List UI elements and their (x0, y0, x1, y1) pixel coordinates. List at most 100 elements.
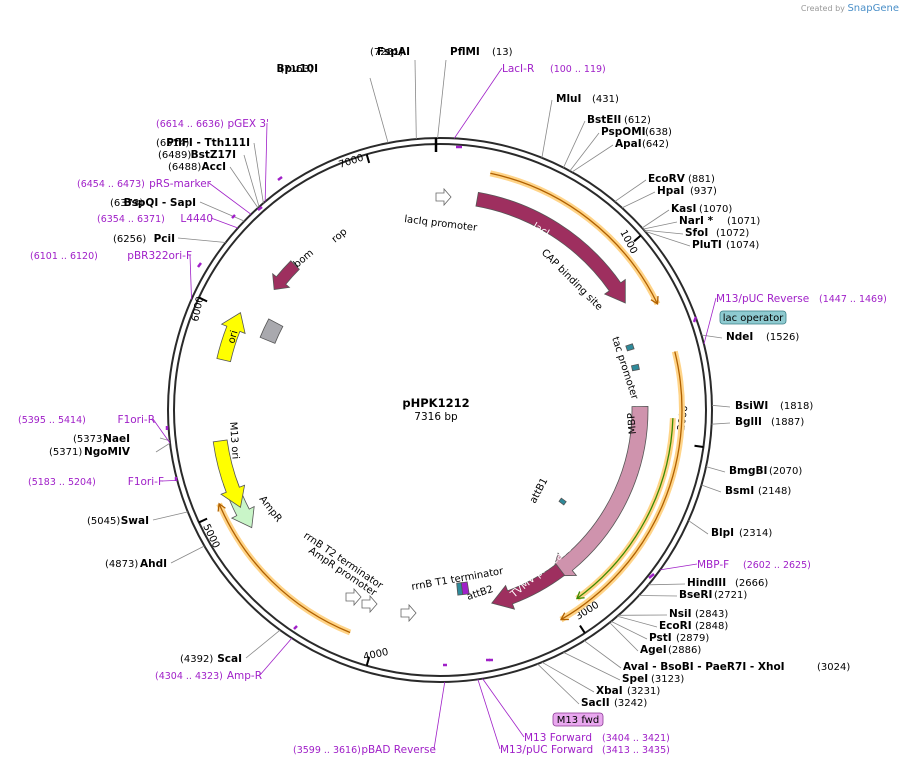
site-position: (3242) (614, 698, 647, 709)
ampR-orf (218, 503, 351, 634)
snapgene-logo: SnapGene (847, 3, 899, 14)
site-position: (2848) (695, 621, 728, 632)
ori-arrow (216, 312, 246, 363)
site-leader-line (437, 59, 447, 139)
site-position: (2314) (739, 528, 772, 539)
site-leader-line (563, 120, 586, 168)
primer-leader-line (453, 67, 503, 139)
site-name: HindIII (687, 577, 726, 589)
plasmid-size: 7316 bp (414, 411, 458, 423)
site-name: EcoRI (659, 620, 692, 632)
primer-name: pRS-marker (149, 178, 212, 190)
site-leader-line (638, 595, 678, 597)
primer-leader-line (161, 479, 178, 482)
site-leader-line (641, 209, 670, 229)
lacI-orf (490, 172, 659, 305)
site-leader-line (245, 629, 281, 659)
site-name: PflMI (450, 46, 480, 58)
primer-name: LacI-R (502, 63, 534, 75)
site-name: PflFI - Tth111I (166, 137, 250, 149)
site-position: (1887) (771, 417, 804, 428)
primer-site-mark (692, 316, 698, 323)
site-position: (2886) (668, 645, 701, 656)
primer-range: (5395 .. 5414) (18, 415, 86, 426)
site-name: BstEII (587, 114, 621, 126)
site-leader-line (414, 59, 417, 140)
site-name: SacII (581, 697, 610, 709)
site-position: (642) (642, 139, 669, 150)
primer-leader-line (152, 418, 171, 444)
site-leader-line (229, 166, 259, 209)
primer-range: (6101 .. 6120) (30, 251, 98, 262)
tick-mark (579, 624, 586, 634)
mbp-frame-orf (576, 418, 674, 600)
site-name: PspOMI (601, 126, 646, 138)
primer-range: (100 .. 119) (550, 64, 606, 75)
site-position: (1072) (716, 228, 749, 239)
site-position: (3123) (651, 674, 684, 685)
site-position: (4873) (105, 559, 138, 570)
tick-mark (198, 517, 208, 524)
site-name: EcoRV (648, 173, 686, 185)
site-position: (431) (592, 94, 619, 105)
site-leader-line (711, 422, 731, 425)
site-name: KasI (671, 203, 696, 215)
site-leader-line (644, 230, 691, 247)
site-position: (2148) (758, 486, 791, 497)
m13-fwd-box (552, 712, 604, 727)
primer-name: MBP-F (697, 559, 729, 571)
site-name: MluI (556, 93, 581, 105)
mbp-frame-orf-arrowhead (575, 591, 585, 600)
tick-label: 6000 (190, 295, 206, 322)
tick-mark (694, 444, 704, 449)
site-name: AgeI (640, 644, 667, 656)
primer-site-mark (293, 625, 298, 630)
cap-binding-site-block (625, 343, 635, 352)
site-name: FspAI (377, 46, 410, 58)
site-leader-line (701, 484, 722, 493)
site-position: (4392) (180, 654, 213, 665)
site-leader-line (177, 237, 226, 243)
site-position: (1526) (766, 332, 799, 343)
primer-name: pBAD Reverse (361, 744, 436, 756)
site-leader-line (583, 640, 622, 669)
attB2-label: attB2 (466, 584, 495, 603)
site-position: (6488) (168, 162, 201, 173)
site-name: ScaI (217, 653, 242, 665)
site-leader-line (614, 179, 647, 202)
site-leader-line (152, 511, 188, 521)
ampR-orf-arrowhead (217, 502, 226, 512)
primer-leader-line (208, 182, 252, 215)
site-position: (6489) (158, 150, 191, 161)
primer-range: (1447 .. 1469) (819, 294, 887, 305)
site-position: (2721) (714, 590, 747, 601)
site-leader-line (369, 77, 389, 144)
rrnB-T2-terminator-glyph (361, 594, 378, 614)
primer-range: (2602 .. 2625) (743, 560, 811, 571)
site-leader-line (643, 229, 684, 235)
tick-mark (198, 296, 208, 303)
feature-arrows (212, 187, 649, 623)
site-leader-line (541, 661, 595, 693)
site-name: BglII (735, 416, 762, 428)
mbp-label: MBP (626, 412, 639, 434)
site-name: BsmI (725, 485, 754, 497)
site-position: (1074) (726, 240, 759, 251)
site-leader-line (253, 142, 264, 204)
primer-name: pGEX 3' (227, 118, 269, 130)
site-leader-line (611, 621, 648, 640)
site-name: SwaI (121, 515, 149, 527)
site-name: SpeI (622, 673, 648, 685)
lacI-orf-arrowhead (650, 295, 659, 306)
bom-block (259, 318, 284, 344)
tick-label: 7000 (338, 153, 366, 171)
site-leader-line (648, 583, 686, 586)
lacI-arrow (475, 191, 626, 304)
site-leader-line (569, 132, 600, 172)
primer-range: (4304 .. 4323) (155, 671, 223, 682)
primer-range: (3404 .. 3421) (602, 733, 670, 744)
lacIq-promoter-arrow (435, 187, 452, 207)
site-and-primer-labels: FspAI(7281)PflMI(13)Bpu10I(7153)MluI(431… (18, 46, 887, 756)
site-name: PciI (154, 233, 175, 245)
